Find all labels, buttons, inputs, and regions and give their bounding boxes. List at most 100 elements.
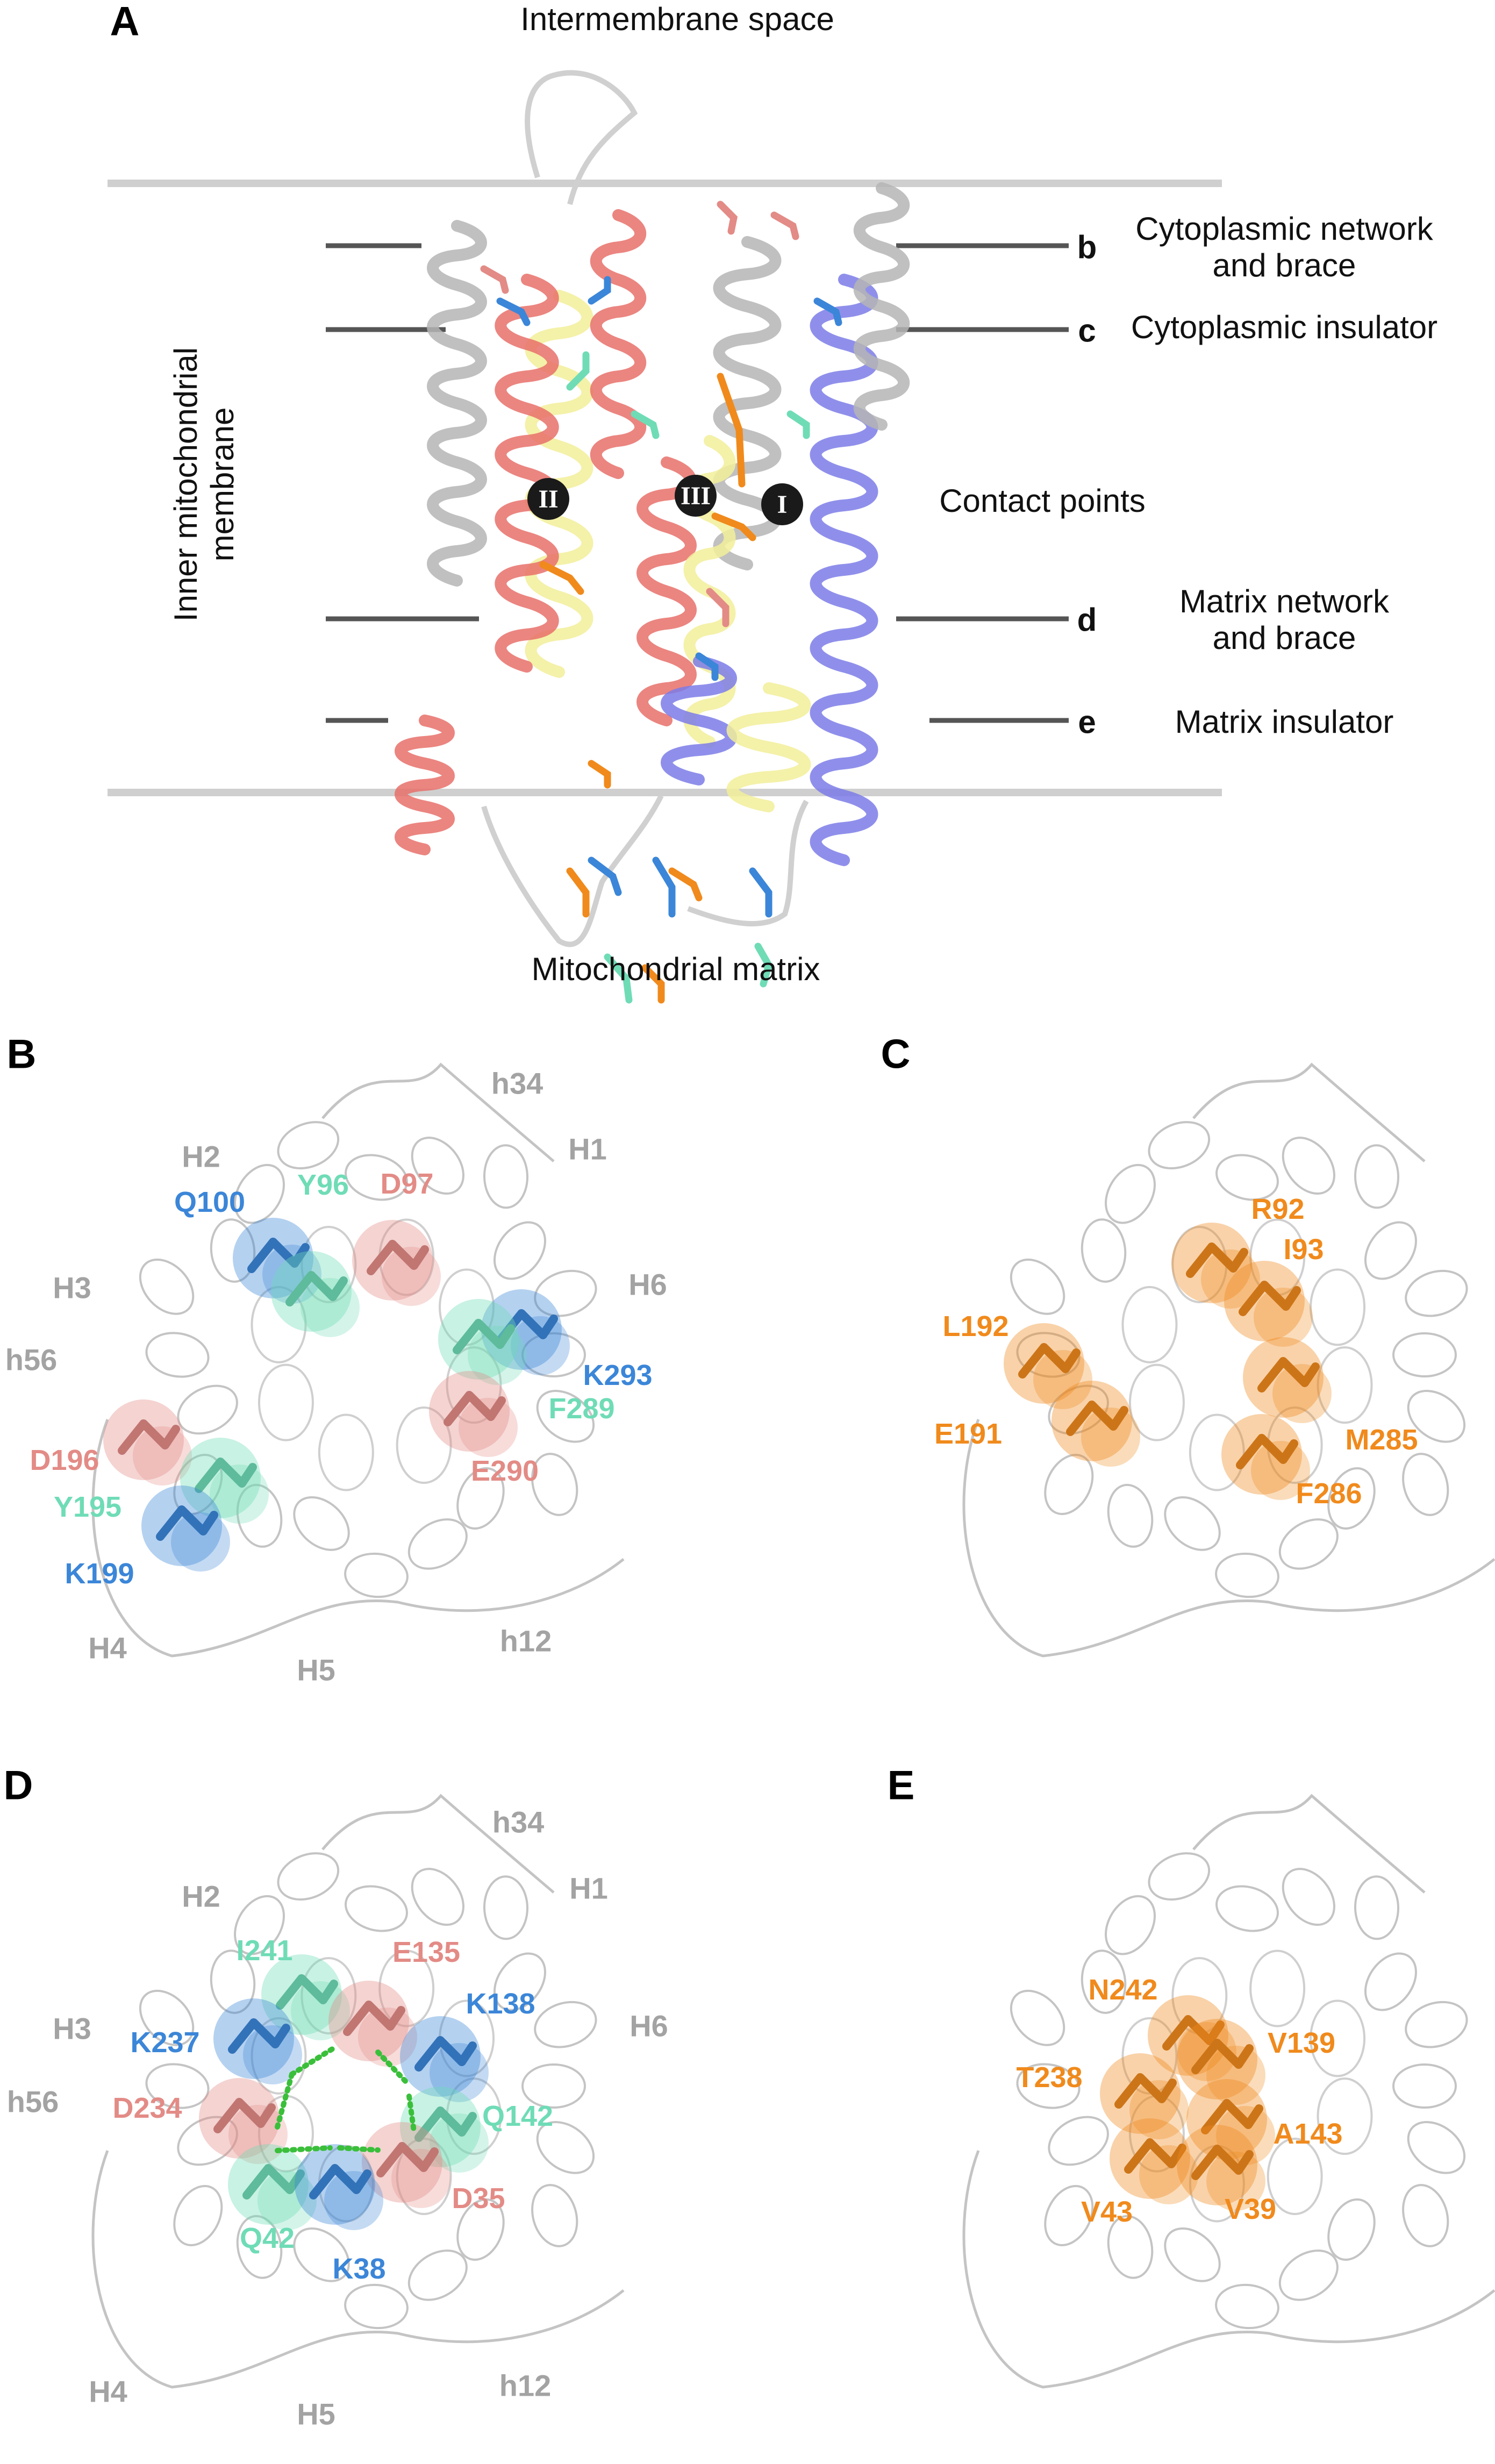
residue-r92-surface: [1171, 1223, 1252, 1303]
level-b-text: Cytoplasmic network and brace: [1135, 211, 1433, 284]
level-d-line1: Matrix network: [1179, 583, 1390, 619]
side-chain-stick: [588, 856, 622, 896]
level-e-text: Matrix insulator: [1175, 704, 1394, 740]
panel-c-helix-coil: [1364, 1221, 1417, 1280]
residue-d234-surface: [199, 2078, 280, 2159]
residue-v39-surface: [1206, 2152, 1265, 2211]
panel-d-helix-coil: [483, 1875, 528, 1940]
panel-d-helix-coil: [345, 1885, 408, 1932]
side-chain-stick: [813, 297, 842, 326]
residue-f289-surface: [438, 1299, 519, 1380]
panel-b-helix-coil: [210, 1218, 256, 1283]
residue-q142-surface: [430, 2113, 489, 2173]
residue-i241-stick: [276, 1974, 338, 2010]
panel-d-helix-coil: [234, 1895, 285, 1955]
panel-e-helix-coil: [1317, 2077, 1373, 2155]
helix-gray-left: [427, 220, 487, 587]
side-chain-stick: [786, 410, 810, 439]
panel-b-helix-coil: [234, 1163, 285, 1224]
contact-point-i-marker: I: [761, 483, 803, 525]
panel-b-helix-coil: [293, 1496, 350, 1551]
helix-label: H4: [88, 1631, 127, 1665]
residue-label: Q42: [239, 2222, 295, 2254]
inner-membrane-label-line1: Inner mitochondrial: [168, 347, 204, 622]
helix-label: H1: [569, 1871, 608, 1905]
residue-label: I93: [1283, 1233, 1324, 1266]
panel-d-helix-coil: [277, 1852, 340, 1901]
residue-label: V39: [1224, 2193, 1277, 2225]
panel-c-helix-coil: [1044, 1453, 1094, 1515]
residue-d234-stick: [213, 2098, 276, 2133]
level-b-line1: Cytoplasmic network: [1135, 211, 1433, 247]
residue-f289-surface: [468, 1326, 527, 1385]
helix-label: h56: [6, 2084, 59, 2119]
panel-c-helix-coil: [1107, 1483, 1154, 1548]
residue-label: E191: [934, 1418, 1003, 1450]
intermembrane-space-label: Intermembrane space: [520, 1, 834, 37]
panel-b-helix-coil: [251, 1285, 307, 1363]
residue-v139-stick: [1191, 2039, 1254, 2074]
panel-c-helix-coil: [1048, 1384, 1109, 1435]
panel-e-letter: E: [887, 1762, 915, 1809]
helix-label: h56: [5, 1342, 58, 1377]
panel-b-backbone-loop: [91, 1062, 625, 1658]
residue-y96-surface: [301, 1278, 360, 1337]
residue-y195-stick: [195, 1458, 257, 1493]
panel-b-letter: B: [6, 1031, 37, 1077]
residue-label: A143: [1273, 2118, 1343, 2150]
side-chain-stick: [566, 867, 590, 918]
residue-d234-surface: [228, 2105, 288, 2164]
helix-label: h34: [492, 1805, 545, 1839]
level-d-line2: and brace: [1212, 620, 1356, 656]
residue-l192-stick: [1018, 1343, 1081, 1379]
residue-k293-surface: [511, 1316, 570, 1375]
side-chain-stick: [641, 964, 665, 1004]
residue-q100-surface: [262, 1245, 321, 1304]
panel-c-backbone-loop: [962, 1062, 1495, 1658]
panel-c-helix-coil: [1148, 1121, 1211, 1170]
panel-e-helix-coil: [1278, 2249, 1339, 2301]
residue-k237-stick: [228, 2018, 290, 2054]
panel-b-helix-coil: [257, 1363, 314, 1441]
residue-e191-surface: [1051, 1381, 1132, 1461]
residue-label: I241: [236, 1934, 293, 1967]
helix-red-amphipathic: [395, 715, 455, 855]
panel-b-helix-coil: [236, 1483, 283, 1548]
hydrogen-bond: [289, 2045, 338, 2077]
panel-c-helix-coil: [1407, 1390, 1466, 1443]
residue-i241-surface: [261, 1954, 342, 2035]
hydrogen-bond: [375, 2049, 410, 2086]
residue-f286-surface: [1221, 1414, 1302, 1495]
panel-e-helix-coil: [1010, 1989, 1065, 2046]
helix-label: h34: [491, 1066, 543, 1101]
panel-e-helix-coil: [1105, 1895, 1156, 1955]
contact-points-label: Contact points: [939, 483, 1146, 519]
panel-d-helix-coil: [407, 2249, 468, 2301]
panel-e-helix-coil: [1282, 1868, 1335, 1926]
residue-k38-surface: [324, 2171, 383, 2230]
residue-m285-surface: [1243, 1337, 1324, 1418]
residue-v139-surface: [1206, 2046, 1265, 2105]
helix-label: h12: [499, 2368, 552, 2403]
panel-b-helix-coil: [439, 1268, 495, 1346]
residue-label: D35: [452, 2182, 505, 2215]
residue-f289-stick: [453, 1319, 515, 1354]
membrane-boundary-top: [108, 180, 1222, 187]
side-chain-stick: [652, 856, 676, 918]
residue-e290-surface: [429, 1371, 510, 1452]
helix-label: H2: [182, 1139, 220, 1174]
panel-c-helix-coil: [1405, 1269, 1468, 1317]
panel-e-helix-coil: [1267, 2138, 1323, 2216]
side-chain-stick: [480, 265, 509, 294]
residue-d35-stick: [376, 2142, 439, 2177]
panel-d-helix-coil: [536, 2121, 595, 2174]
helix-yellow-lower: [726, 682, 811, 812]
residue-e290-surface: [459, 1398, 518, 1457]
level-b-line2: and brace: [1212, 247, 1356, 283]
residue-l192-surface: [1033, 1350, 1092, 1409]
residue-t238-surface: [1129, 2080, 1189, 2139]
residue-k138-stick: [414, 2036, 477, 2072]
residue-a143-stick: [1201, 2099, 1263, 2134]
